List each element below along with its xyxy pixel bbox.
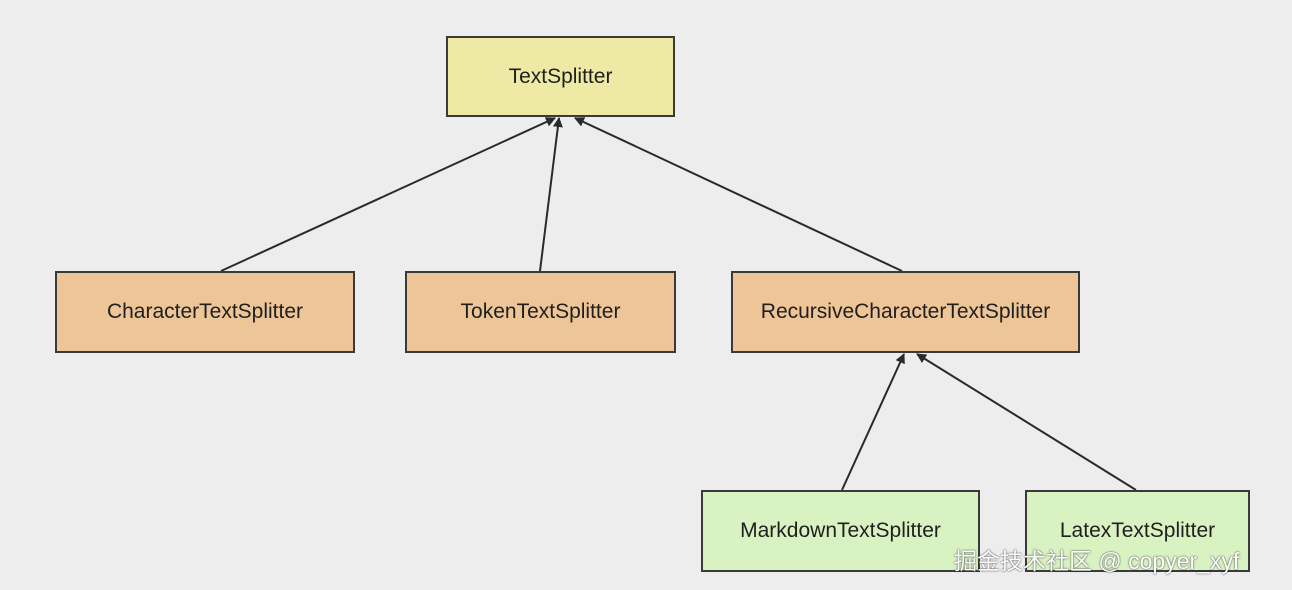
arrow-latex-to-recursive <box>916 353 1137 491</box>
arrow-markdown-to-recursive <box>841 353 905 491</box>
node-textsplitter: TextSplitter <box>446 36 675 117</box>
node-label: RecursiveCharacterTextSplitter <box>760 300 1051 323</box>
node-label: TokenTextSplitter <box>460 300 621 323</box>
arrow-recursive-to-textsplitter <box>574 117 903 272</box>
node-label: LatexTextSplitter <box>1059 519 1216 542</box>
node-recursivecharactertextsplitter: RecursiveCharacterTextSplitter <box>731 271 1080 353</box>
node-markdowntextsplitter: MarkdownTextSplitter <box>701 490 980 572</box>
node-tokentextsplitter: TokenTextSplitter <box>405 271 676 353</box>
node-label: CharacterTextSplitter <box>106 300 304 323</box>
arrow-token-to-textsplitter <box>539 117 563 272</box>
arrow-character-to-textsplitter <box>220 117 556 272</box>
node-charactertextsplitter: CharacterTextSplitter <box>55 271 355 353</box>
node-label: TextSplitter <box>508 64 613 88</box>
watermark: 掘金技术社区 @ copyer_xyf <box>954 548 1240 574</box>
node-latextextsplitter: LatexTextSplitter <box>1025 490 1250 572</box>
node-label: MarkdownTextSplitter <box>740 519 941 542</box>
